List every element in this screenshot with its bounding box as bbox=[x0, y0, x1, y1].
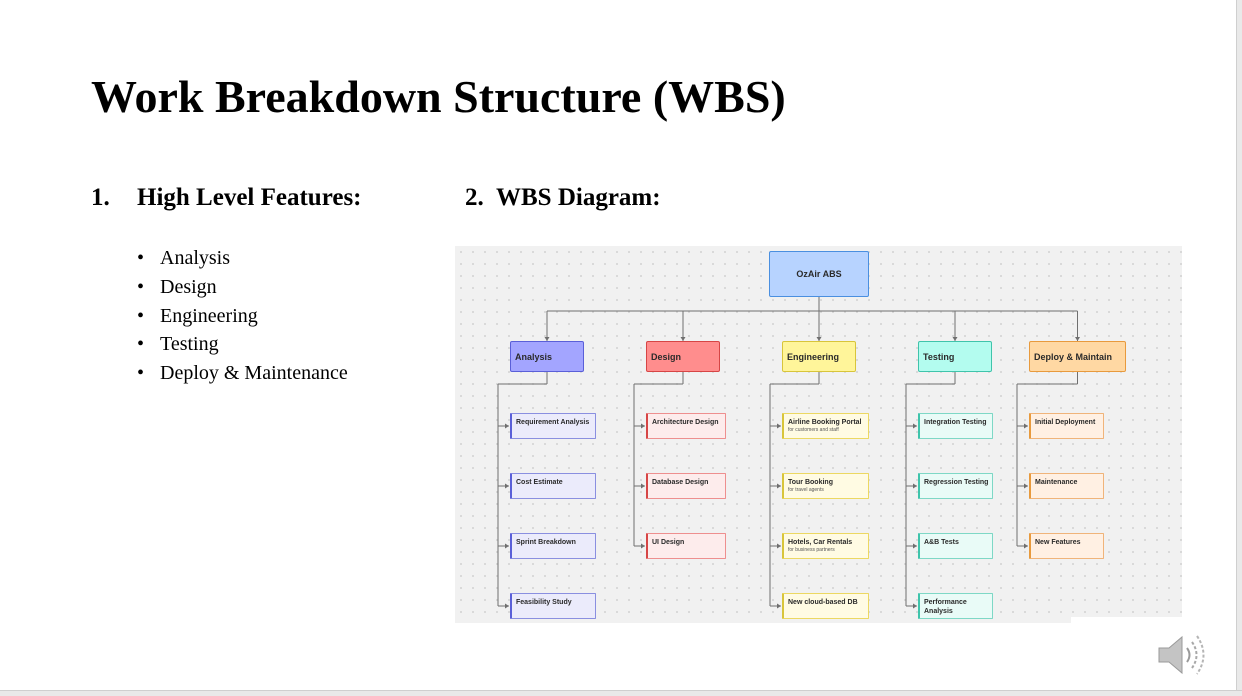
feature-label: Engineering bbox=[160, 304, 258, 327]
task-node: A&B Tests bbox=[918, 533, 993, 559]
arrowhead bbox=[544, 337, 550, 341]
task-label: Feasibility Study bbox=[516, 599, 572, 606]
task-node: Architecture Design bbox=[646, 413, 726, 439]
category-node: Design bbox=[646, 341, 720, 372]
slide-title: Work Breakdown Structure (WBS) bbox=[91, 71, 786, 122]
arrowhead bbox=[1075, 337, 1080, 341]
task-label: New cloud-based DB bbox=[788, 599, 858, 606]
list-item: • Design bbox=[137, 273, 348, 302]
feature-label: Deploy & Maintenance bbox=[160, 362, 348, 385]
task-node: Performance Analysis bbox=[918, 593, 993, 619]
heading-text: WBS Diagram: bbox=[496, 184, 661, 211]
task-label: Airline Booking Portal bbox=[788, 419, 862, 426]
task-node: Cost Estimate bbox=[510, 473, 596, 499]
heading-text: High Level Features: bbox=[137, 184, 362, 211]
task-label: A&B Tests bbox=[924, 539, 959, 546]
list-item: • Testing bbox=[137, 330, 348, 359]
task-label: Requirement Analysis bbox=[516, 419, 590, 426]
task-node: Initial Deployment bbox=[1029, 413, 1104, 439]
task-label: Integration Testing bbox=[924, 419, 987, 426]
arrowhead bbox=[641, 423, 645, 429]
arrowhead bbox=[1024, 543, 1028, 549]
arrowhead bbox=[505, 543, 509, 549]
task-label: Performance Analysis bbox=[924, 599, 967, 615]
task-node: Regression Testing bbox=[918, 473, 993, 499]
wbs-connectors bbox=[497, 297, 1080, 609]
high-level-features-heading: 1. High Level Features: bbox=[91, 184, 362, 212]
arrowhead bbox=[952, 337, 958, 341]
task-label: Sprint Breakdown bbox=[516, 539, 576, 546]
task-node: Database Design bbox=[646, 473, 726, 499]
arrowhead bbox=[777, 543, 781, 549]
bullet-point: • bbox=[137, 362, 145, 385]
task-label: Database Design bbox=[652, 479, 709, 486]
task-node: Maintenance bbox=[1029, 473, 1104, 499]
task-node: New cloud-based DB bbox=[782, 593, 869, 619]
task-label: Tour Booking bbox=[788, 479, 833, 486]
task-label: Architecture Design bbox=[652, 419, 719, 426]
bullet-point: • bbox=[137, 275, 145, 298]
bullet-point: • bbox=[137, 304, 145, 327]
task-label: Cost Estimate bbox=[516, 479, 563, 486]
category-node: Engineering bbox=[782, 341, 856, 372]
bullet-point: • bbox=[137, 333, 145, 356]
task-node: Sprint Breakdown bbox=[510, 533, 596, 559]
arrowhead bbox=[505, 603, 509, 609]
window-edge-right bbox=[1236, 0, 1242, 696]
list-item: • Engineering bbox=[137, 302, 348, 331]
task-label: Hotels, Car Rentals bbox=[788, 539, 853, 546]
category-node: Deploy & Maintain bbox=[1029, 341, 1126, 372]
task-node: Integration Testing bbox=[918, 413, 993, 439]
heading-number: 1. bbox=[91, 184, 110, 211]
task-sublabel: for travel agents bbox=[788, 487, 824, 493]
arrowhead bbox=[680, 337, 686, 341]
list-item: • Analysis bbox=[137, 244, 348, 273]
heading-number: 2. bbox=[465, 184, 484, 211]
task-sublabel: for customers and staff bbox=[788, 427, 839, 433]
bullet-point: • bbox=[137, 247, 145, 269]
task-node: Feasibility Study bbox=[510, 593, 596, 619]
arrowhead bbox=[777, 423, 781, 429]
arrowhead bbox=[641, 483, 645, 489]
root-node: OzAir ABS bbox=[769, 251, 869, 297]
feature-label: Design bbox=[160, 275, 217, 298]
arrowhead bbox=[777, 483, 781, 489]
category-node: Analysis bbox=[510, 341, 584, 372]
category-node: Testing bbox=[918, 341, 992, 372]
arrowhead bbox=[913, 543, 917, 549]
feature-label: Testing bbox=[160, 333, 219, 356]
list-item: • Deploy & Maintenance bbox=[137, 359, 348, 388]
arrowhead bbox=[1024, 423, 1028, 429]
arrowhead bbox=[913, 603, 917, 609]
task-label: UI Design bbox=[652, 539, 685, 546]
speaker-icon[interactable] bbox=[1156, 630, 1208, 680]
arrowhead bbox=[777, 603, 781, 609]
arrowhead bbox=[913, 483, 917, 489]
arrowhead bbox=[505, 483, 509, 489]
arrowhead bbox=[816, 337, 822, 341]
arrowhead bbox=[641, 543, 645, 549]
task-label: New Features bbox=[1035, 539, 1081, 546]
task-label: Regression Testing bbox=[924, 479, 989, 486]
wbs-diagram-heading: 2. WBS Diagram: bbox=[465, 184, 661, 212]
window-edge-bottom bbox=[0, 690, 1242, 696]
arrowhead bbox=[505, 423, 509, 429]
arrowhead bbox=[1024, 483, 1028, 489]
task-label: Initial Deployment bbox=[1035, 419, 1096, 426]
arrowhead bbox=[913, 423, 917, 429]
feature-list: •Analysis •Design •Engineering •Testing … bbox=[137, 244, 348, 388]
task-label: Maintenance bbox=[1035, 479, 1078, 486]
task-node: Requirement Analysis bbox=[510, 413, 596, 439]
task-sublabel: for business partners bbox=[788, 547, 835, 553]
feature-label: Analysis bbox=[160, 247, 230, 269]
task-node: New Features bbox=[1029, 533, 1104, 559]
diagram-edge bbox=[1071, 617, 1183, 624]
task-node: UI Design bbox=[646, 533, 726, 559]
